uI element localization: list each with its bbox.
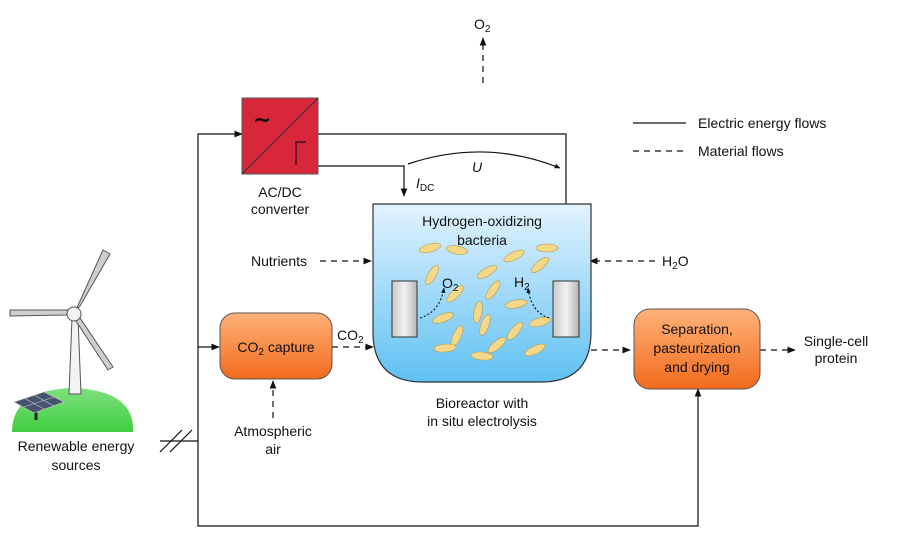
bacterium — [529, 316, 551, 328]
current-label: IDC — [416, 175, 434, 194]
bacteria-cluster — [419, 242, 559, 361]
right-electrode — [552, 280, 580, 338]
co2-capture-unit: CO2 capture — [219, 312, 333, 380]
separation-label-2: pasteurization — [653, 340, 740, 356]
reactor-title-1: Hydrogen-oxidizing — [422, 213, 542, 229]
o2-bubble-arrow — [419, 287, 446, 319]
source-label-2: sources — [51, 457, 100, 473]
converter-label-2: converter — [251, 201, 310, 217]
separation-label-1: Separation, — [661, 321, 733, 337]
bacterium — [479, 314, 491, 336]
o2-output-label: O2 — [474, 16, 491, 35]
nutrients-label: Nutrients — [251, 253, 307, 269]
legend-electric-label: Electric energy flows — [698, 115, 826, 131]
reactor-title-2: bacteria — [457, 232, 507, 248]
bacterium — [530, 256, 550, 274]
bacterium — [504, 299, 528, 309]
bacterium — [432, 312, 454, 324]
air-label-2: air — [265, 441, 281, 457]
voltage-arc — [407, 151, 561, 169]
bacterium — [425, 264, 439, 286]
co2-capture-box — [219, 312, 333, 380]
separation-label-3: and drying — [664, 359, 729, 375]
left-electrode — [391, 280, 418, 338]
bacterium — [470, 351, 494, 361]
separation-unit: Separation, pasteurization and drying — [633, 308, 761, 390]
bacterium — [487, 336, 507, 354]
air-label-1: Atmospheric — [234, 423, 312, 439]
converter-to-left-electrode — [318, 165, 408, 197]
converter-label-1: AC/DC — [258, 184, 302, 200]
legend-material-label: Material flows — [698, 143, 784, 159]
separation-box — [633, 308, 761, 390]
break-mark-1 — [159, 429, 183, 453]
material-flows — [269, 37, 796, 418]
output-label-2: protein — [815, 350, 858, 366]
legend: Electric energy flows Material flows — [633, 115, 826, 159]
output-label-1: Single-cell — [804, 333, 869, 349]
bacterium — [535, 243, 559, 253]
reactor-caption-2: in situ electrolysis — [427, 413, 537, 429]
voltage-label: U — [472, 159, 483, 175]
bacterium — [446, 285, 464, 303]
co2-capture-label: CO2 capture — [237, 339, 314, 358]
bioreactor: O2 H2 Hydrogen-oxidizing bacteria Biorea… — [372, 203, 592, 429]
bacterium — [476, 265, 498, 279]
bacterium — [445, 245, 469, 255]
co2-flow-label: CO2 — [337, 327, 364, 346]
bacterium — [485, 280, 501, 300]
renewable-sources: Renewable energy sources — [9, 249, 135, 473]
reactor-caption-1: Bioreactor with — [436, 395, 529, 411]
bacterium — [419, 242, 441, 254]
reactor-h2-label: H2 — [514, 274, 530, 293]
converter-ac-symbol: ~ — [253, 108, 271, 133]
converter-diagonal — [241, 97, 319, 175]
converter-dc-symbol — [295, 141, 306, 165]
bacterium — [473, 300, 483, 324]
solar-panel-icon — [13, 391, 65, 420]
acdc-converter: ~ AC/DC converter — [241, 97, 319, 217]
electric-flows — [159, 130, 702, 527]
bus-to-separation — [197, 388, 702, 527]
break-mark-2 — [169, 429, 193, 453]
bacterium — [524, 343, 546, 357]
bacterium — [433, 343, 457, 353]
bus-source-to-converter — [160, 130, 243, 442]
h2-bubble-arrow — [526, 287, 550, 319]
wind-turbine-icon — [9, 249, 114, 395]
water-label: H2O — [662, 253, 689, 272]
bacterium — [503, 249, 525, 263]
reactor-o2-label: O2 — [442, 275, 459, 294]
source-label-1: Renewable energy — [18, 438, 135, 454]
bacterium — [506, 321, 524, 341]
